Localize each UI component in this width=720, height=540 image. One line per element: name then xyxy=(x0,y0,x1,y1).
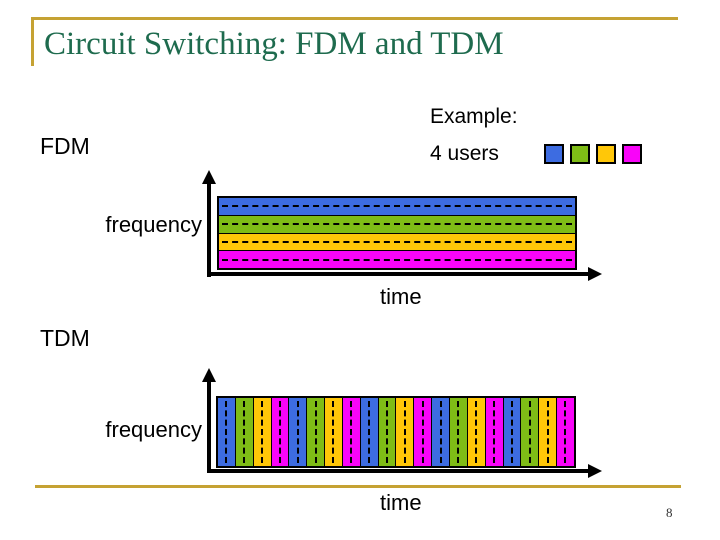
tdm-stripe-dashed-line xyxy=(386,401,389,463)
tdm-time-axis-arrowhead xyxy=(588,464,602,478)
left-accent-line xyxy=(31,17,34,66)
tdm-stripe-dashed-line xyxy=(493,401,496,463)
fdm-band-dashed-line xyxy=(222,240,572,243)
user-swatch-3 xyxy=(596,144,616,164)
fdm-frequency-axis-arrowhead xyxy=(202,170,216,184)
fdm-band-3 xyxy=(219,233,575,252)
tdm-stripe-row xyxy=(216,396,576,468)
tdm-stripe-dashed-line xyxy=(421,401,424,463)
user-swatch-2 xyxy=(570,144,590,164)
tdm-stripe-dashed-line xyxy=(457,401,460,463)
user-swatch-1 xyxy=(544,144,564,164)
tdm-stripe-14 xyxy=(449,398,468,466)
tdm-stripe-4 xyxy=(271,398,290,466)
user-swatch-4 xyxy=(622,144,642,164)
example-subheading: 4 users xyxy=(430,142,499,165)
fdm-section-label: FDM xyxy=(40,133,90,159)
tdm-stripe-10 xyxy=(378,398,397,466)
tdm-stripe-dashed-line xyxy=(225,401,228,463)
fdm-frequency-label: frequency xyxy=(105,212,202,237)
user-swatches xyxy=(544,144,642,164)
tdm-section-label: TDM xyxy=(40,325,90,351)
tdm-time-label: time xyxy=(380,490,422,515)
tdm-stripe-dashed-line xyxy=(510,401,513,463)
tdm-stripe-7 xyxy=(325,398,343,466)
fdm-band-dashed-line xyxy=(222,205,572,208)
tdm-stripe-3 xyxy=(253,398,272,466)
tdm-stripe-dashed-line xyxy=(332,401,335,463)
tdm-time-axis xyxy=(207,469,590,473)
tdm-stripe-2 xyxy=(235,398,254,466)
tdm-stripe-dashed-line xyxy=(528,401,531,463)
page-number: 8 xyxy=(666,505,673,520)
tdm-stripe-dashed-line xyxy=(475,401,478,463)
tdm-stripe-19 xyxy=(539,398,558,466)
tdm-stripe-dashed-line xyxy=(278,401,281,463)
bottom-accent-line xyxy=(35,485,681,488)
tdm-stripe-5 xyxy=(289,398,308,466)
tdm-stripe-9 xyxy=(360,398,379,466)
tdm-stripe-dashed-line xyxy=(439,401,442,463)
tdm-stripe-20 xyxy=(557,398,574,466)
fdm-time-axis xyxy=(207,272,590,276)
slide-title: Circuit Switching: FDM and TDM xyxy=(44,26,504,62)
tdm-stripe-12 xyxy=(414,398,433,466)
tdm-stripe-8 xyxy=(342,398,361,466)
top-accent-line xyxy=(31,17,678,20)
tdm-stripe-dashed-line xyxy=(243,401,246,463)
fdm-band-1 xyxy=(219,198,575,216)
tdm-stripe-dashed-line xyxy=(403,401,406,463)
tdm-frequency-axis xyxy=(207,380,211,473)
fdm-band-stack xyxy=(217,196,577,270)
tdm-stripe-18 xyxy=(521,398,540,466)
fdm-time-axis-arrowhead xyxy=(588,267,602,281)
tdm-stripe-dashed-line xyxy=(350,401,353,463)
tdm-stripe-6 xyxy=(307,398,326,466)
tdm-stripe-dashed-line xyxy=(261,401,264,463)
tdm-stripe-17 xyxy=(503,398,522,466)
tdm-stripe-dashed-line xyxy=(368,401,371,463)
tdm-stripe-1 xyxy=(218,398,236,466)
fdm-band-dashed-line xyxy=(222,258,572,261)
fdm-band-dashed-line xyxy=(222,223,572,226)
fdm-band-4 xyxy=(219,251,575,268)
tdm-stripe-dashed-line xyxy=(314,401,317,463)
tdm-stripe-dashed-line xyxy=(564,401,567,463)
fdm-band-2 xyxy=(219,215,575,234)
fdm-time-label: time xyxy=(380,284,422,309)
tdm-stripe-dashed-line xyxy=(296,401,299,463)
tdm-stripe-16 xyxy=(485,398,504,466)
tdm-stripe-13 xyxy=(432,398,450,466)
tdm-stripe-15 xyxy=(467,398,486,466)
tdm-stripe-dashed-line xyxy=(546,401,549,463)
example-heading: Example: xyxy=(430,105,518,128)
tdm-stripe-11 xyxy=(396,398,415,466)
tdm-frequency-label: frequency xyxy=(105,417,202,442)
fdm-frequency-axis xyxy=(207,182,211,277)
tdm-frequency-axis-arrowhead xyxy=(202,368,216,382)
